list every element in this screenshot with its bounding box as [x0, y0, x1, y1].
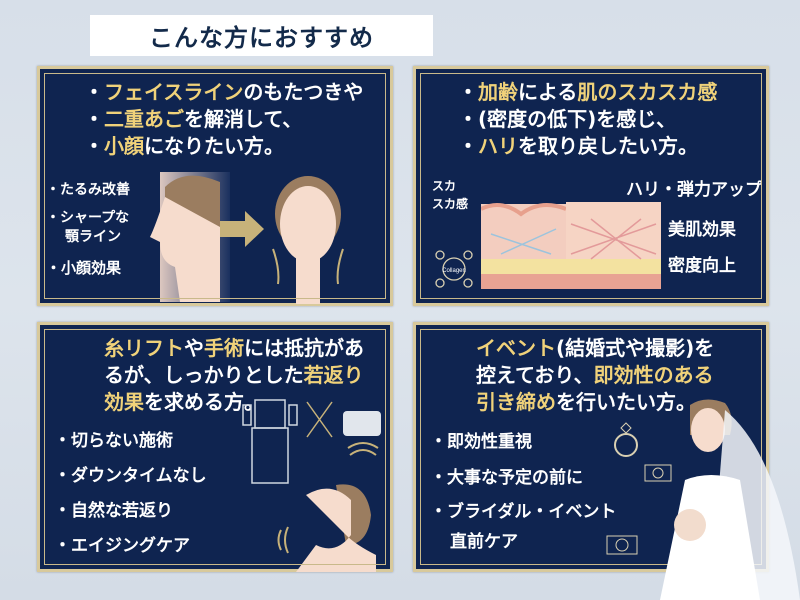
- panel-headline: 糸リフトや手術には抵抗があるが、しっかりとした若返り効果を求める方。: [104, 335, 364, 416]
- headline-line: 控えており、即効性のある: [476, 363, 714, 387]
- headline-line: ・フェイスラインのもたつきや: [84, 80, 364, 104]
- point-natural: ・自然な若返り: [54, 501, 173, 521]
- skin-cross-section-illustration: [481, 202, 661, 289]
- panel-headline: イベント(結婚式や撮影)を控えており、即効性のある引き締めを行いたい方。: [476, 335, 714, 416]
- label-before: スカ スカ感: [432, 179, 469, 211]
- headline-line: 引き締めを行いたい方。: [476, 390, 696, 414]
- collagen-molecule-icon: Collagen: [435, 250, 473, 288]
- face-profile-illustration: [150, 172, 230, 302]
- page-title: こんな方におすすめ: [149, 24, 374, 52]
- headline-line: 効果を求める方。: [104, 390, 264, 414]
- headline-line: ・ハリを取り戻したい方。: [458, 134, 698, 158]
- svg-text:Collagen: Collagen: [442, 268, 466, 274]
- point-bridal: ・ブライダル・イベント: [430, 502, 617, 522]
- headline-line: イベント(結婚式や撮影)を: [476, 336, 715, 360]
- woman-face-illustration: [277, 484, 376, 572]
- panel-face-line: ・フェイスラインのもたつきや・二重あごを解消して、・小顔になりたい方。 ・たるみ…: [37, 66, 393, 306]
- no-scalpel-icon: [306, 401, 333, 438]
- point-small-face: ・小顔効果: [46, 259, 122, 277]
- camera-icon: [644, 464, 672, 482]
- benefit-skin: 美肌効果: [668, 220, 736, 240]
- headline-line: 糸リフトや手術には抵抗があ: [104, 336, 364, 360]
- panel-skin-density: ・加齢による肌のスカスカ感・(密度の低下)を感じ、・ハリを取り戻したい方。 スカ…: [413, 66, 769, 306]
- point-sharp: ・シャープな: [46, 210, 130, 226]
- ring-icon: [614, 422, 638, 457]
- benefit-density: 密度向上: [668, 256, 736, 276]
- headline-line: ・二重あごを解消して、: [84, 107, 303, 131]
- point-aging-care: ・エイジングケア: [54, 536, 190, 556]
- medical-device-icon: [242, 399, 298, 484]
- point-jawline: 顎ライン: [65, 229, 121, 245]
- point-no-incision: ・切らない施術: [54, 431, 173, 451]
- bride-illustration: [660, 399, 800, 600]
- panel-headline: ・加齢による肌のスカスカ感・(密度の低下)を感じ、・ハリを取り戻したい方。: [458, 79, 717, 160]
- point-no-downtime: ・ダウンタイムなし: [54, 466, 207, 486]
- panel-headline: ・フェイスラインのもたつきや・二重あごを解消して、・小顔になりたい方。: [84, 79, 363, 160]
- headline-line: ・小顔になりたい方。: [84, 134, 284, 158]
- point-immediate: ・即効性重視: [430, 432, 532, 452]
- headline-line: ・加齢による肌のスカスカ感: [458, 80, 718, 104]
- panel-non-surgical: 糸リフトや手術には抵抗があるが、しっかりとした若返り効果を求める方。 ・切らない…: [37, 322, 393, 572]
- point-sagging: ・たるみ改善: [46, 182, 130, 198]
- point-pre-care: 直前ケア: [450, 532, 518, 552]
- ultrasound-probe-icon: [343, 411, 381, 456]
- camera-icon: [606, 535, 638, 555]
- headline-line: るが、しっかりとした若返り: [104, 363, 364, 387]
- face-front-illustration: [272, 176, 344, 304]
- arrow-right-icon: [220, 211, 264, 247]
- point-before-event: ・大事な予定の前に: [430, 468, 583, 488]
- headline-line: ・(密度の低下)を感じ、: [458, 107, 677, 131]
- page-title-banner: こんな方におすすめ: [90, 15, 433, 56]
- benefit-firmness: ハリ・弾力アップ: [626, 180, 762, 200]
